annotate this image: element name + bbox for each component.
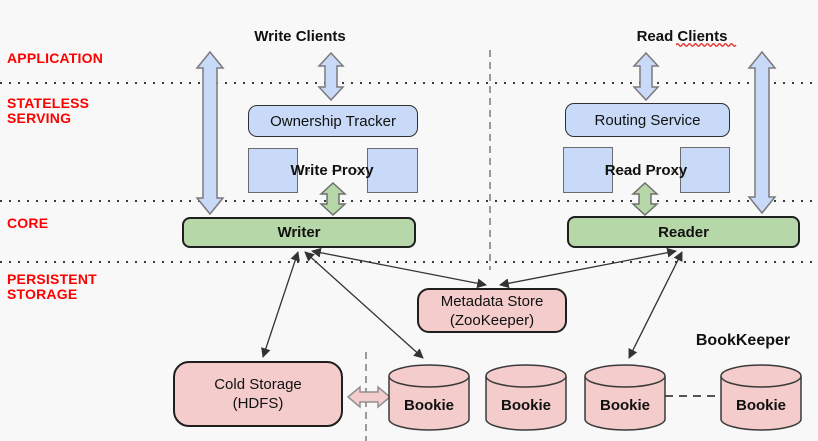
reader-metadata-connector (499, 247, 677, 289)
layer-divider-core-persistent (0, 261, 818, 263)
write-proxy-square-right (367, 148, 418, 193)
layer-label-application: APPLICATION (7, 50, 104, 66)
cold-storage-box: Cold Storage (HDFS) (173, 361, 343, 427)
bookie-3-label: Bookie (599, 397, 650, 414)
bookkeeper-label: BookKeeper (695, 332, 791, 349)
coldstorage-bookie-arrow (346, 385, 392, 409)
reader-box: Reader (567, 216, 800, 248)
bookie-2-label: Bookie (500, 397, 551, 414)
writer-bookie1-connector (304, 251, 424, 359)
metadata-store-box: Metadata Store(ZooKeeper) (417, 288, 567, 333)
read-proxy-square-right (680, 147, 730, 193)
writer-metadata-connector (311, 247, 487, 289)
write-proxy-dotted-hint (300, 170, 365, 172)
write-proxy-writer-arrow (319, 181, 347, 217)
cold-storage-line2: (HDFS) (232, 395, 284, 412)
center-dashed-divider (489, 50, 491, 270)
read-clients-reader-arrow (747, 50, 777, 215)
bookie-1-label: Bookie (403, 397, 454, 414)
bookie3-bookie4-dashed-connector (665, 395, 722, 397)
metadata-store-line1: Metadata Store (440, 292, 544, 310)
read-proxy-square-left (563, 147, 613, 193)
write-clients-ownership-arrow (317, 51, 345, 102)
write-proxy-label: Write Proxy (290, 162, 374, 179)
write-proxy-square-left (248, 148, 298, 193)
read-proxy-reader-arrow (631, 181, 659, 217)
layer-divider-stateless-core (0, 200, 818, 202)
write-clients-label: Write Clients (254, 28, 346, 45)
layer-label-serving-line2: SERVING (7, 110, 72, 126)
layer-label-persistent-line1: PERSISTENT (7, 271, 97, 287)
spellcheck-squiggle (676, 43, 737, 47)
metadata-store-line2: (ZooKeeper) (449, 311, 535, 329)
ownership-tracker-box: Ownership Tracker (248, 105, 418, 137)
layer-label-core: CORE (7, 215, 49, 231)
writer-coldstorage-connector (261, 251, 300, 358)
routing-service-box: Routing Service (565, 103, 730, 137)
bookie-4-label: Bookie (735, 397, 786, 414)
cold-storage-line1: Cold Storage (214, 376, 302, 393)
read-proxy-dotted-hint (615, 170, 678, 172)
layer-label-storage-line2: STORAGE (7, 286, 78, 302)
write-clients-writer-arrow (195, 50, 225, 216)
read-clients-label: Read Clients (636, 28, 728, 45)
writer-box: Writer (182, 217, 416, 248)
coldstorage-bookie-dashed-divider (365, 352, 367, 441)
layer-label-stateless-line1: STATELESS (7, 95, 90, 111)
read-clients-routing-arrow (632, 51, 660, 102)
layer-divider-application-stateless (0, 82, 818, 84)
read-proxy-label: Read Proxy (604, 162, 688, 179)
reader-bookie3-connector (628, 251, 683, 359)
